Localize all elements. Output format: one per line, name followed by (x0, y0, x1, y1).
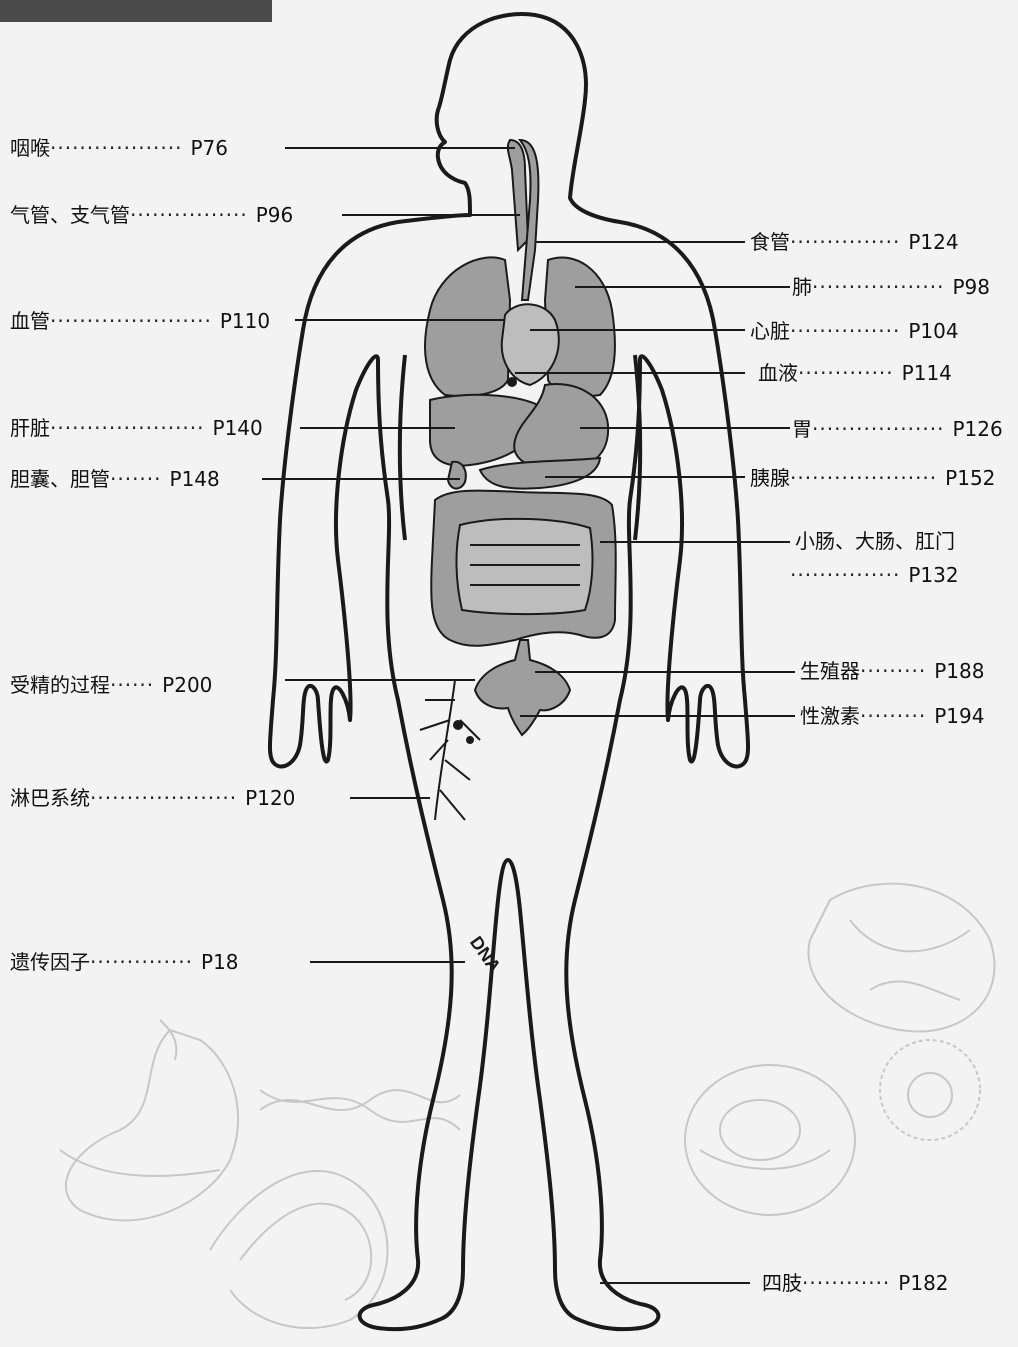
label-intestines: 小肠、大肠、肛门 (795, 528, 955, 554)
label-genes: 遗传因子··············P18 (10, 949, 239, 975)
label-blood: 血液·············P114 (758, 360, 952, 386)
label-stomach: 胃··················P126 (792, 416, 1003, 442)
label-pancreas: 胰腺····················P152 (750, 465, 995, 491)
label-lymph: 淋巴系统····················P120 (10, 785, 295, 811)
lung-tissue-sketch (808, 884, 994, 1032)
reproductive-organs (475, 640, 570, 735)
left-lung (425, 257, 510, 396)
label-fertilization: 受精的过程······P200 (10, 672, 212, 698)
label-liver: 肝脏·····················P140 (10, 415, 263, 441)
dna-label: DNA (466, 933, 505, 976)
label-limbs: 四肢············P182 (762, 1270, 949, 1296)
cell-sketch (685, 1065, 855, 1215)
small-intestine (456, 519, 592, 614)
intestine-sketch (210, 1171, 388, 1328)
left-arm-inner (400, 355, 405, 540)
trachea (508, 140, 528, 250)
label-pharynx: 咽喉··················P76 (10, 135, 228, 161)
label-heart: 心脏···············P104 (750, 318, 959, 344)
ovum-sketch (880, 1040, 980, 1140)
stomach-sketch (60, 1020, 238, 1220)
blood-drop (507, 377, 517, 387)
label-genitals: 生殖器·········P188 (800, 658, 984, 684)
label-gallbladder: 胆囊、胆管·······P148 (10, 466, 220, 492)
pancreas (480, 458, 600, 489)
label-sex-hormones: 性激素·········P194 (800, 703, 984, 729)
gallbladder (448, 462, 466, 489)
label-trachea: 气管、支气管················P96 (10, 202, 293, 228)
label-lungs: 肺··················P98 (792, 274, 990, 300)
label-intestines-page: ···············P132 (790, 562, 959, 588)
label-esophagus: 食管···············P124 (750, 229, 959, 255)
label-blood-vessels: 血管······················P110 (10, 308, 270, 334)
